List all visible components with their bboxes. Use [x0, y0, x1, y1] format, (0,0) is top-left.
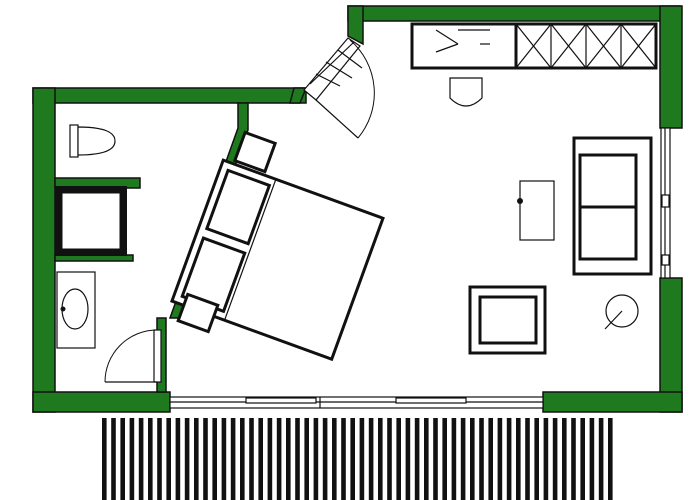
deck-slat — [506, 418, 512, 500]
deck-slat — [194, 418, 199, 500]
terrace-deck — [100, 412, 613, 500]
dresser — [410, 22, 518, 70]
floor-lamp — [604, 294, 639, 330]
deck-slat — [516, 418, 521, 500]
deck-slat — [304, 418, 309, 500]
deck-slat — [608, 418, 613, 500]
deck-slat — [102, 418, 107, 500]
desk — [517, 180, 555, 241]
sink — [56, 271, 96, 349]
deck-slat — [534, 418, 539, 500]
deck-slat — [240, 418, 245, 500]
deck-slat — [258, 418, 263, 500]
deck-slat — [562, 418, 567, 500]
deck-slat — [396, 418, 401, 500]
deck-slat — [580, 418, 585, 500]
right-window — [660, 127, 671, 279]
deck-slat — [120, 418, 125, 500]
deck-slat — [157, 418, 162, 500]
terrace-window — [169, 396, 544, 409]
double-bed — [170, 158, 385, 362]
deck-slat — [470, 418, 475, 500]
deck-slat — [322, 418, 328, 500]
armchair — [468, 285, 547, 355]
entry-door[interactable] — [303, 37, 375, 139]
deck-slat — [552, 418, 558, 500]
deck-slat — [424, 418, 429, 500]
deck-slat — [138, 418, 144, 500]
deck-slat — [203, 418, 208, 500]
bathroom-door[interactable] — [104, 329, 162, 383]
deck-slat — [451, 418, 457, 500]
deck-slat — [175, 418, 181, 500]
desk-chair — [449, 77, 483, 107]
deck-slat — [212, 418, 217, 500]
deck-slats — [102, 418, 613, 500]
deck-slat — [129, 418, 135, 500]
deck-slat — [166, 418, 171, 500]
nightstand — [176, 292, 220, 334]
toilet — [69, 124, 116, 158]
deck-slat — [387, 418, 392, 500]
deck-slat — [313, 418, 319, 500]
deck-slat — [543, 418, 549, 500]
deck-slat — [368, 418, 374, 500]
cabinet — [514, 22, 658, 70]
room-floor — [55, 20, 660, 392]
deck-slat — [148, 418, 153, 500]
deck-slat — [479, 418, 484, 500]
deck-slat — [571, 418, 576, 500]
deck-slat — [359, 418, 365, 500]
deck-slat — [525, 418, 530, 500]
deck-slat — [598, 418, 604, 500]
deck-slat — [589, 418, 595, 500]
deck-slat — [332, 418, 337, 500]
deck-slat — [249, 418, 254, 500]
shower — [55, 186, 127, 256]
deck-slat — [184, 418, 190, 500]
nightstand — [232, 130, 278, 174]
deck-slat — [350, 418, 355, 500]
sofa — [572, 136, 653, 276]
deck-slat — [378, 418, 383, 500]
deck-slat — [295, 418, 300, 500]
deck-slat — [497, 418, 503, 500]
deck-slat — [460, 418, 466, 500]
deck-slat — [405, 418, 411, 500]
deck-slat — [111, 418, 116, 500]
deck-slat — [276, 418, 282, 500]
deck-slat — [488, 418, 493, 500]
deck-slat — [230, 418, 236, 500]
deck-slat — [341, 418, 346, 500]
deck-slat — [442, 418, 447, 500]
deck-slat — [414, 418, 420, 500]
deck-slat — [221, 418, 227, 500]
deck-slat — [267, 418, 273, 500]
deck-slat — [433, 418, 438, 500]
deck-slat — [286, 418, 291, 500]
